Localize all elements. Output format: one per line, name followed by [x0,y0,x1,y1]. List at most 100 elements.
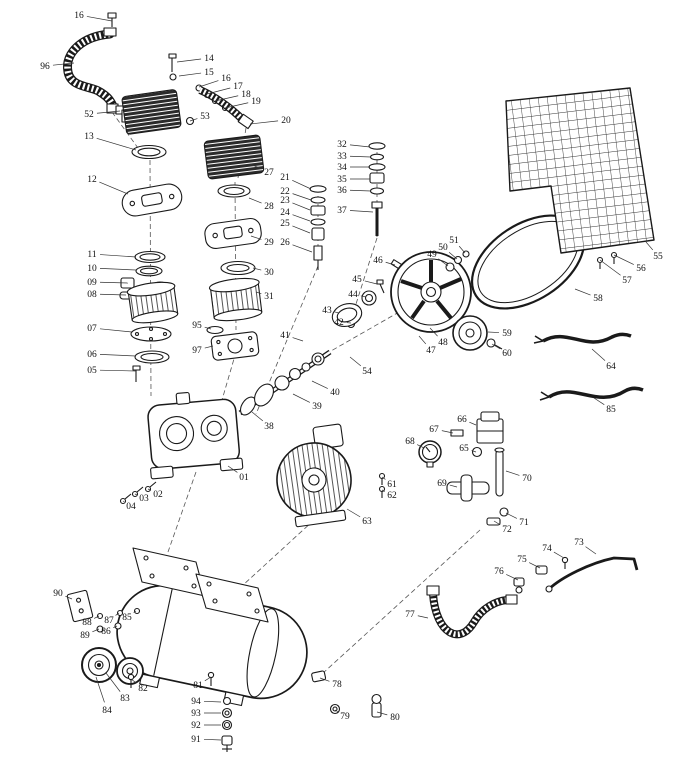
mounting-plate-motor [195,573,269,623]
part-label-97: 97 [192,346,202,356]
handle-fittings [513,556,569,594]
head-gasket-right [217,184,251,198]
leader-line-69 [449,484,458,488]
leader-line-08 [99,293,127,296]
part-label-04: 04 [126,502,136,512]
pressure-switch [476,411,504,444]
part-label-50: 50 [438,243,448,253]
leader-line-85a [593,397,605,405]
part-label-88: 88 [82,618,92,628]
small-ring [206,325,224,335]
part-label-52: 52 [84,110,94,120]
part-label-18: 18 [241,90,251,100]
leader-line-86 [113,625,118,629]
leader-line-30 [252,267,262,271]
part-label-86: 86 [101,627,111,637]
part-label-85b: 85 [122,613,132,623]
leader-line-53 [189,118,198,122]
part-label-37: 37 [337,206,347,216]
leader-line-72 [493,520,501,526]
base-plate-left [130,326,172,342]
part-label-56: 56 [636,264,646,274]
leader-line-14 [176,58,202,63]
leader-lines [52,16,654,741]
belt-guard [505,87,655,254]
part-label-55: 55 [653,252,663,262]
leader-line-36 [349,189,372,192]
leader-line-63 [346,508,361,518]
cylinder-head-left [121,89,182,135]
check-valve-stack [368,142,386,236]
top-screw-fitting [107,12,117,27]
leader-line-79 [334,709,339,713]
part-label-70: 70 [522,474,532,484]
leader-line-07 [99,328,133,333]
wheel-small [116,657,144,685]
leader-line-22 [292,193,312,201]
discharge-hose [426,585,518,639]
outlet-pipe [494,447,505,497]
leader-line-97 [204,345,214,349]
part-label-75: 75 [517,555,527,565]
part-label-19: 19 [251,97,261,107]
part-label-05: 05 [87,366,97,376]
cylinder-gasket-right [220,260,256,276]
part-label-57: 57 [622,276,632,286]
part-label-82: 82 [138,684,148,694]
cylinder-gasket-plate [210,331,260,361]
part-label-68: 68 [405,437,415,447]
leader-line-09 [99,281,129,284]
part-label-90: 90 [53,589,63,599]
leader-line-70 [505,470,520,476]
leader-line-05 [99,369,137,372]
part-label-21: 21 [280,173,290,183]
part-label-77: 77 [405,610,415,620]
leader-line-27 [249,163,262,170]
part-label-22: 22 [280,187,290,197]
leader-line-24 [292,214,311,222]
part-label-09: 09 [87,278,97,288]
leader-line-91 [203,738,222,741]
part-label-87: 87 [104,616,114,626]
leader-line-76 [506,574,519,581]
leader-line-87 [115,612,120,616]
motor-pulley [452,315,503,351]
part-label-43: 43 [322,306,332,316]
leader-line-83 [105,672,121,692]
leader-line-21 [292,180,312,190]
part-label-54: 54 [362,367,372,377]
part-label-35: 35 [337,175,347,185]
part-label-45: 45 [352,275,362,285]
part-label-64: 64 [606,362,616,372]
leader-line-11 [99,254,137,258]
leader-line-85b [133,610,137,613]
part-label-32: 32 [337,140,347,150]
part-label-95: 95 [192,321,202,331]
part-label-08: 08 [87,290,97,300]
leader-line-19 [224,102,249,109]
part-label-47: 47 [426,346,436,356]
leader-line-16b [198,80,219,88]
crankcase-bolts [119,481,157,505]
part-label-76: 76 [494,567,504,577]
leader-line-94 [203,700,222,703]
part-label-91: 91 [191,735,201,745]
wheel-large [81,647,117,683]
leader-line-58 [574,288,591,296]
part-label-28: 28 [264,202,274,212]
leader-line-46 [385,261,396,266]
part-label-72: 72 [502,525,512,535]
part-label-60: 60 [502,349,512,359]
part-label-67: 67 [429,425,439,435]
part-label-58: 58 [593,294,603,304]
leader-line-74 [553,551,565,559]
leader-line-78 [319,677,330,682]
part-label-63: 63 [362,517,372,527]
leader-line-54 [349,356,362,367]
part-label-53: 53 [200,112,210,122]
part-label-13: 13 [84,132,94,142]
part-label-73: 73 [574,538,584,548]
cylinder-head-right [203,134,265,180]
